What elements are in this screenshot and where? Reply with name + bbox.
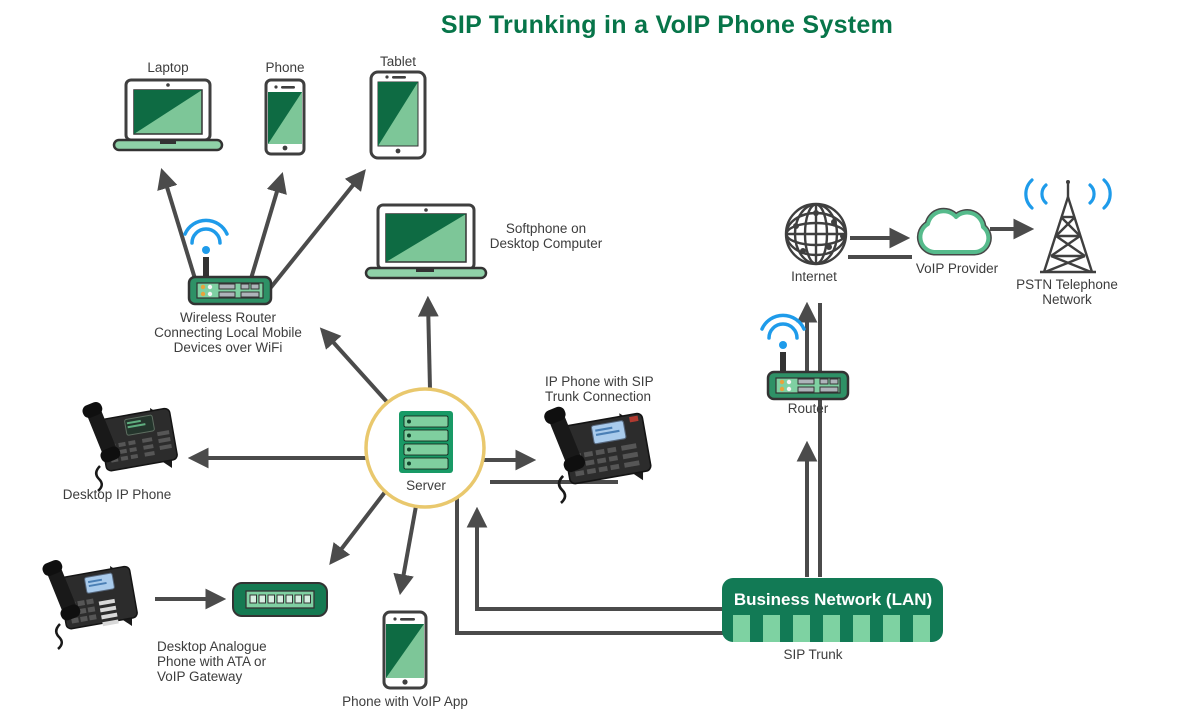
- laptop-webcam-dot: [166, 83, 170, 87]
- arrow-server-to-wireless-router: [319, 327, 390, 405]
- laptop-icon: [112, 78, 224, 152]
- connector-lines: [155, 168, 1035, 635]
- lan-title: Business Network (LAN): [733, 590, 933, 609]
- server-label: Server: [406, 478, 446, 493]
- desktop-ip-phone-image: [82, 401, 178, 492]
- laptop-label: Laptop: [147, 60, 189, 75]
- voip-app-phone-label: Phone with VoIP App: [342, 694, 468, 709]
- sip-trunk-label: SIP Trunk: [783, 647, 843, 662]
- lan-ports: [733, 615, 930, 642]
- ata-gateway-icon: [232, 582, 328, 617]
- arrow-router-to-laptop: [157, 168, 198, 283]
- business-network-lan: [722, 578, 943, 642]
- phone-red-key: [629, 415, 639, 423]
- phone-icon: [264, 78, 306, 156]
- router-antenna: [780, 352, 786, 372]
- router-label: Router: [787, 401, 829, 416]
- internet-globe-icon: [784, 202, 848, 266]
- softphone-label: Softphone on Desktop Computer: [489, 221, 603, 251]
- page-title: SIP Trunking in a VoIP Phone System: [440, 11, 894, 39]
- router-icon: [760, 313, 850, 401]
- ip-phone-sip-image: [544, 406, 652, 504]
- server-icon: [364, 387, 486, 509]
- internet-label: Internet: [791, 269, 837, 284]
- pstn-label: PSTN Telephone Network: [1016, 277, 1118, 307]
- analogue-phone-label: Desktop Analogue Phone with ATA or VoIP …: [157, 639, 267, 684]
- router-antenna: [203, 257, 209, 279]
- wifi-icon: [190, 227, 222, 245]
- arrow-router-to-phone: [248, 172, 287, 283]
- softphone-laptop-icon: [364, 203, 488, 280]
- desktop-ip-phone-label: Desktop IP Phone: [62, 487, 172, 502]
- arrow-server-to-voip-app-phone: [393, 505, 418, 596]
- arrow-server-to-ata: [329, 490, 387, 565]
- signal-waves-icon: [1024, 178, 1112, 210]
- wireless-router-icon: [183, 218, 273, 306]
- wifi-icon: [767, 322, 799, 340]
- tablet-label: Tablet: [379, 54, 417, 69]
- voip-provider-label: VoIP Provider: [915, 261, 999, 276]
- phone-label: Phone: [265, 60, 305, 75]
- line-lan-to-server: [455, 496, 723, 635]
- ip-phone-sip-label: IP Phone with SIP Trunk Connection: [545, 374, 654, 404]
- wireless-router-label: Wireless Router Connecting Local Mobile …: [154, 310, 302, 355]
- pstn-tower-icon: [1024, 178, 1112, 274]
- arrow-server-to-softphone: [417, 295, 439, 390]
- handset-cord: [95, 465, 103, 492]
- voip-provider-cloud-icon: [916, 207, 992, 256]
- arrow-router-to-tablet: [266, 169, 366, 293]
- analogue-phone-image: [42, 559, 138, 650]
- arrow-lan-to-server: [466, 506, 723, 611]
- tablet-icon: [369, 70, 427, 160]
- voip-app-phone-icon: [382, 610, 428, 690]
